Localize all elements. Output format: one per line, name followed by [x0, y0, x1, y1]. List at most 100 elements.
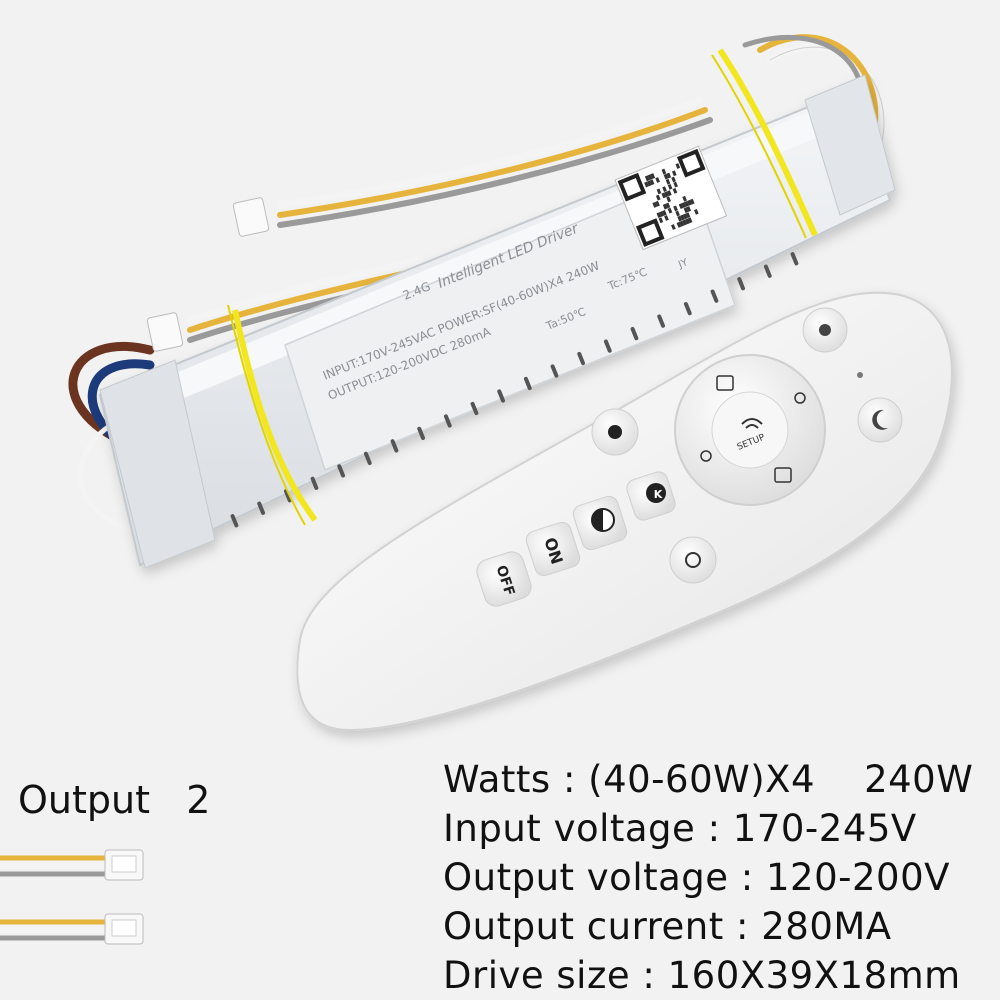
qr-cell: [677, 215, 682, 222]
spec-drive-size: Drive size : 160X39X18mm: [443, 954, 961, 997]
qr-cell: [694, 208, 699, 215]
qr-cell: [679, 220, 685, 227]
driver-vents: [230, 252, 799, 528]
qr-cell: [649, 179, 655, 186]
cool-light-button[interactable]: [669, 536, 717, 584]
vent-slot: [790, 252, 799, 266]
qr-cell: [664, 191, 669, 198]
on-button[interactable]: ON: [524, 520, 582, 578]
qr-cell: [673, 205, 678, 212]
wifi-icon: [741, 418, 763, 429]
qr-cell: [667, 207, 673, 214]
sun-icon: [685, 552, 701, 568]
vent-slot: [683, 302, 692, 316]
spec-list: Watts : (40-60W)X4 240W Input voltage : …: [443, 755, 993, 1000]
qr-cell: [662, 186, 667, 192]
brightness-button[interactable]: [802, 307, 848, 353]
qr-cell: [687, 217, 693, 224]
qr-cell: [685, 212, 691, 219]
output-count-label: Output 2: [18, 778, 211, 822]
qr-cell: [659, 211, 664, 217]
remote-buttons: SETUP K ON OFF: [474, 307, 903, 609]
warm-light-button[interactable]: [591, 408, 639, 456]
brightness-plus-icon: [794, 392, 806, 404]
qr-cell: [687, 199, 692, 206]
qr-cell: [667, 190, 672, 196]
qr-cell: [681, 202, 687, 208]
spec-input-voltage: Input voltage : 170-245V: [443, 807, 917, 850]
qr-cell: [664, 215, 669, 221]
qr-cell: [671, 176, 676, 183]
qr-cell: [646, 180, 652, 187]
qr-cell: [656, 212, 662, 219]
wire-connector: [146, 197, 270, 352]
half-brightness-button[interactable]: [571, 494, 629, 552]
qr-cell: [666, 172, 672, 179]
qr-cell: [678, 203, 684, 210]
qr-cell: [676, 221, 682, 228]
qr-cell: [656, 188, 662, 195]
qr-cell: [663, 173, 669, 180]
qr-cell: [644, 175, 650, 182]
vent-slot: [710, 289, 719, 303]
spec-output-current: Output current : 280MA: [443, 905, 892, 948]
qr-cell: [686, 206, 692, 212]
brightness-minus-icon: [700, 450, 712, 462]
spec-watts: Watts : (40-60W)X4 240W: [443, 758, 974, 801]
vent-slot: [523, 376, 532, 391]
k-icon: [646, 483, 666, 503]
qr-cell: [662, 210, 667, 216]
qr-cell: [675, 163, 681, 169]
qr-cell: [672, 187, 678, 194]
vent-slot: [603, 339, 612, 353]
sun-icon: [819, 324, 831, 336]
night-mode-button[interactable]: [857, 397, 903, 443]
spec-output-voltage: Output voltage : 120-200V: [443, 856, 950, 899]
qr-cell: [662, 203, 668, 210]
qr-cell: [658, 217, 664, 224]
qr-cell: [667, 183, 673, 190]
off-button[interactable]: OFF: [474, 549, 534, 609]
vent-slot: [550, 364, 559, 378]
qr-cell: [682, 213, 688, 220]
qr-cell: [684, 201, 689, 207]
qr-cell: [661, 168, 667, 175]
color-temp-plus-icon: [774, 467, 792, 483]
qr-cell: [655, 200, 660, 207]
qr-cell: [689, 198, 695, 205]
qr-cell: [673, 181, 678, 188]
qr-cell: [650, 173, 656, 179]
indicator-light: [857, 372, 863, 378]
vent-slot: [390, 439, 399, 453]
vent-slot: [763, 264, 772, 278]
qr-cell: [682, 195, 687, 202]
rubber-band: [227, 48, 818, 526]
qr-cell: [675, 210, 680, 217]
qr-cell: [655, 194, 661, 201]
qr-cell: [655, 177, 660, 183]
qr-cell: [652, 202, 658, 208]
vent-slot: [737, 277, 746, 291]
qr-cell: [666, 196, 671, 203]
qr-cell: [671, 170, 677, 177]
qr-cell: [683, 207, 689, 213]
vent-slot: [337, 464, 346, 478]
qr-cell: [680, 214, 685, 221]
sun-icon: [608, 425, 622, 439]
qr-cell: [671, 224, 676, 230]
qr-cell: [644, 181, 649, 188]
vent-slot: [257, 501, 266, 515]
k-label: K: [654, 488, 663, 501]
vent-slot: [657, 314, 666, 328]
color-k-button[interactable]: K: [625, 470, 678, 523]
output-wire-sample: [0, 849, 144, 881]
vent-slot: [577, 351, 586, 366]
qr-cell: [647, 174, 653, 181]
direction-ring[interactable]: SETUP: [674, 354, 826, 506]
vent-slot: [230, 514, 239, 528]
vent-slot: [470, 401, 479, 416]
vent-slot: [283, 489, 292, 503]
vent-slot: [497, 389, 506, 403]
vent-slot: [363, 451, 372, 465]
